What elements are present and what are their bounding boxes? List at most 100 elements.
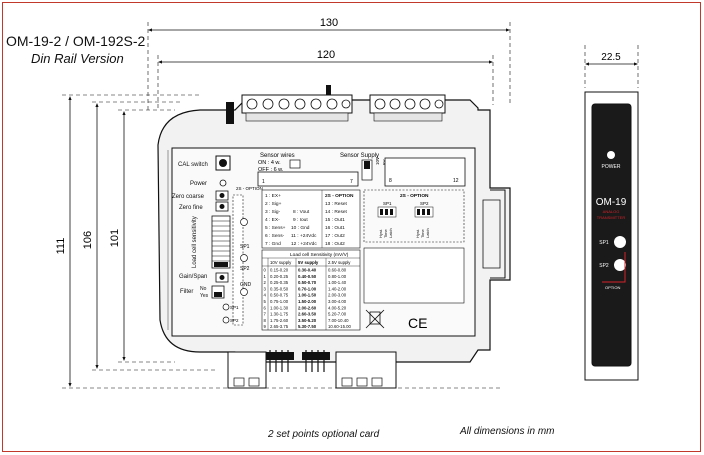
side-power-label: POWER xyxy=(602,164,621,170)
filter-no-label: No xyxy=(200,286,207,292)
pin-14: 14 : Reset xyxy=(325,209,348,215)
option-sp2: SP2 xyxy=(420,201,429,206)
pin-legend-box xyxy=(261,189,361,249)
table-cell: 4.00-5.20 xyxy=(328,305,347,310)
weee-icon xyxy=(365,309,385,329)
side-option-label: OPTION xyxy=(605,285,620,290)
cal-switch-knob xyxy=(219,159,227,167)
option-2s-box: 2S - OPTION SP1 SP2 Hyst. Time Latch Hys… xyxy=(363,189,465,243)
dim-130: 130 xyxy=(147,17,511,110)
table-cell: 1.00-1.30 xyxy=(270,305,289,310)
table-cell: 0.20-0.25 xyxy=(270,274,289,279)
sp1-hyst: Hyst. xyxy=(378,229,383,238)
table-cell: 8 xyxy=(264,318,267,323)
cal-switch-label: CAL switch xyxy=(178,162,208,168)
table-cell: 0.50-0.70 xyxy=(298,280,317,285)
gain-span-pot-knob xyxy=(219,275,225,280)
gnd-label: GND xyxy=(240,282,252,288)
table-cell: 0 xyxy=(264,268,267,273)
pin-10: 10 : Gnd xyxy=(291,225,310,231)
sensor-wires-switch[interactable] xyxy=(289,159,301,169)
ce-mark: CE xyxy=(408,315,427,331)
terminal-label-strip-2 xyxy=(384,157,466,187)
table-cell: 0.50-0.75 xyxy=(270,293,289,298)
table-cell: 2.00-3.00 xyxy=(328,293,347,298)
bottom-connectors xyxy=(227,350,397,389)
zero-fine-pot-knob xyxy=(219,204,225,209)
side-view: 22.5 POWER OM-19 ANALOG TRANSMITTER SP1 … xyxy=(584,45,639,381)
table-cell: 1.40-2.00 xyxy=(328,286,347,291)
table-cell: 3 xyxy=(264,286,267,291)
sp2-latch: Latch xyxy=(425,228,430,238)
dim-101-label: 101 xyxy=(109,229,121,247)
terminal-left-num: 1 xyxy=(262,179,265,185)
pin-4: 4 : EX- xyxy=(265,217,280,223)
table-cell: 0.15-0.20 xyxy=(270,268,289,273)
sensitivity-table: Load cell Sensitivity (mV/V) 10V supply … xyxy=(261,249,361,331)
option-pins-title: 2S - OPTION xyxy=(325,193,354,199)
sp1-time: Time xyxy=(383,228,388,238)
col-5v: 5V supply xyxy=(298,260,319,265)
table-cell: 4 xyxy=(264,293,267,298)
table-cell: 1.00-1.50 xyxy=(298,293,317,298)
col-2-5v: 2.5V supply xyxy=(328,260,351,265)
blank-label-box xyxy=(363,247,465,304)
col-10v: 10V supply xyxy=(270,260,292,265)
table-cell: 0.80-1.00 xyxy=(328,274,347,279)
table-cell: 7.00-10.40 xyxy=(328,318,349,323)
sp1-label: SP1 xyxy=(240,244,250,250)
supply-switch[interactable] xyxy=(361,159,373,181)
supply-10v: 10V xyxy=(375,157,380,165)
table-cell: 2.60-3.50 xyxy=(298,312,317,317)
filter-label: Filter xyxy=(180,289,193,295)
side-sp1-label: SP1 xyxy=(599,240,609,246)
side-sp2-led xyxy=(614,259,626,271)
pin-16: 16 : Out1 xyxy=(325,225,345,231)
top-terminal-block-2 xyxy=(369,94,446,122)
pin-13: 13 : Reset xyxy=(325,201,348,207)
table-cell: 5 xyxy=(264,299,267,304)
pin-legend: 1 : EX+ 2 : Sig+ 3 : Sig- 4 : EX- 5 : Se… xyxy=(265,193,354,247)
sensitivity-table-header: Load cell Sensitivity (mV/V) xyxy=(290,252,349,258)
units-caption: All dimensions in mm xyxy=(460,426,555,437)
sensor-wires-on: ON : 4 w. xyxy=(258,160,281,166)
sensor-wires-label: Sensor wires xyxy=(260,153,295,159)
option-2s-vertical: 2S - OPTION xyxy=(236,186,263,191)
dim-106-label: 106 xyxy=(82,231,94,249)
pin-17: 17 : Out2 xyxy=(325,233,345,239)
filter-jumper-cap xyxy=(214,292,222,297)
dim-130-label: 130 xyxy=(320,17,338,29)
table-cell: 10.60-15.00 xyxy=(328,324,352,329)
side-sp2-label: SP2 xyxy=(599,263,609,269)
table-cell: 1 xyxy=(264,274,267,279)
sensitivity-jumpers xyxy=(211,215,231,269)
gain-span-label: Gain/Span xyxy=(179,274,207,280)
power-label: Power xyxy=(190,181,207,187)
table-cell: 3.00-4.00 xyxy=(328,299,347,304)
pin-11: 11 : +24Vdc xyxy=(291,233,317,239)
table-cell: 7 xyxy=(264,312,267,317)
page-subtitle: Din Rail Version xyxy=(31,51,124,66)
side-model-label: OM-19 xyxy=(596,197,627,208)
sp2-label: SP2 xyxy=(240,266,250,272)
sensor-supply-label: Sensor Supply xyxy=(340,153,379,159)
dim-vertical: 111 106 101 xyxy=(55,94,500,389)
side-tag-1: ANALOG xyxy=(603,209,620,214)
zero-coarse-label: Zero coarse xyxy=(172,194,205,200)
table-cell: 1.50-2.00 xyxy=(298,299,317,304)
sensor-wires-off: OFF : 6 w. xyxy=(258,167,284,173)
table-cell: 5.20-7.00 xyxy=(328,312,347,317)
pin-2: 2 : Sig+ xyxy=(265,201,282,207)
side-tag-2: TRANSMITTER xyxy=(597,215,626,220)
pin-6: 6 : Sens- xyxy=(265,233,285,239)
table-cell: 0.75-1.00 xyxy=(270,299,289,304)
terminal-right-num: 7 xyxy=(350,179,353,185)
sp2-small-label: SP2 xyxy=(230,318,239,323)
table-cell: 0.30-0.40 xyxy=(298,268,317,273)
load-cell-sensitivity-label: Load cell sensitivity xyxy=(192,216,198,268)
pin-8: 8 : Vout xyxy=(293,209,310,215)
side-sp1-led xyxy=(614,236,626,248)
terminal-label-strip-1 xyxy=(257,171,359,187)
